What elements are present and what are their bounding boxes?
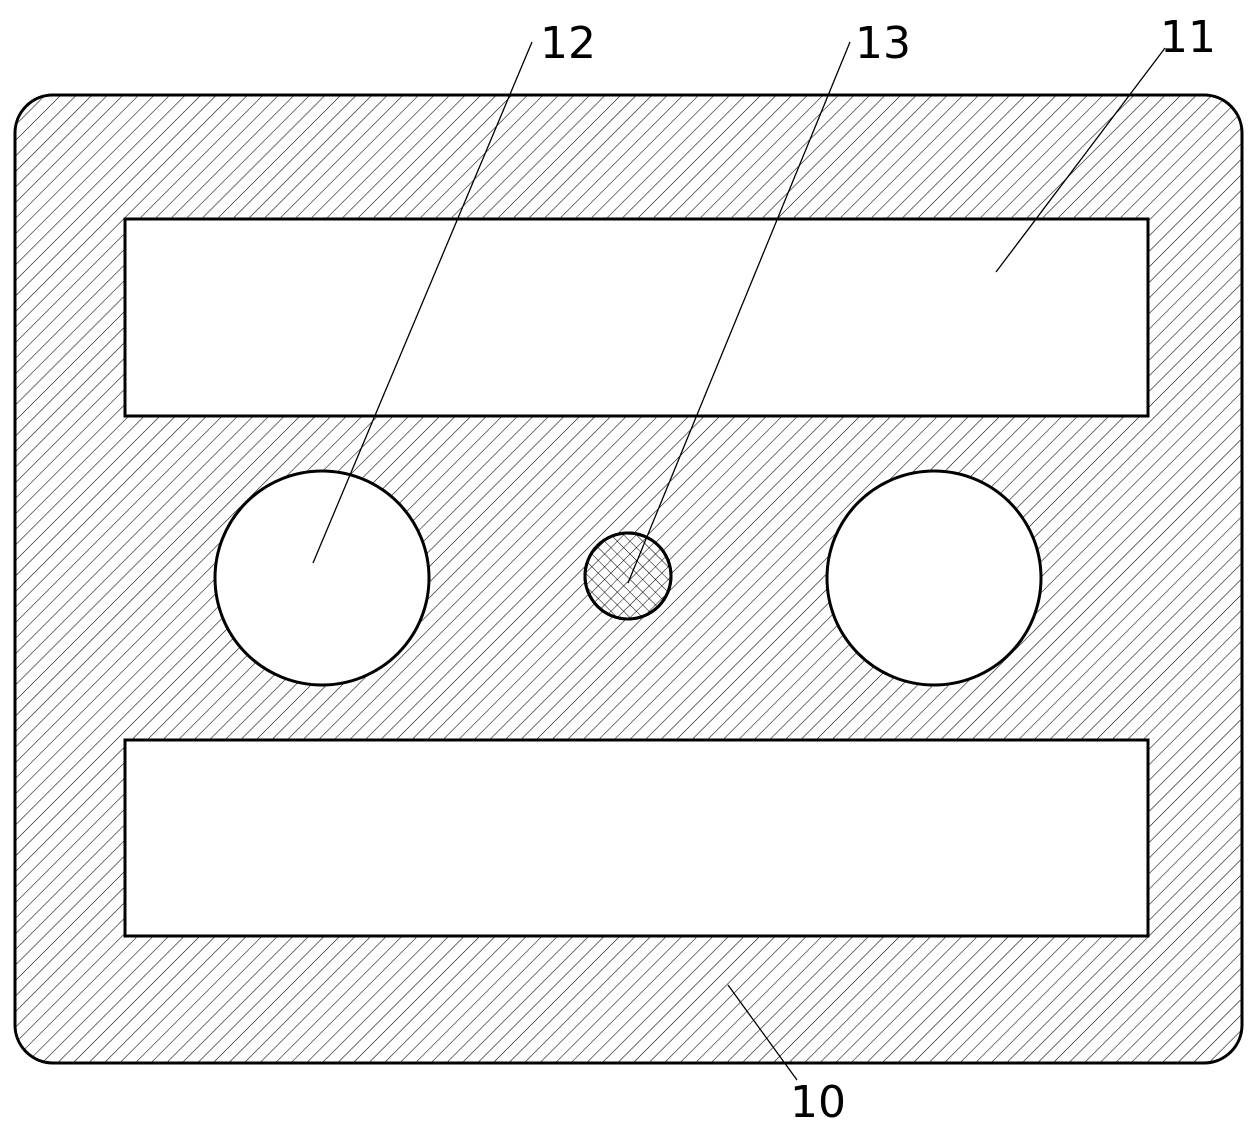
upper-slot [123,217,1150,418]
center-core-border [583,531,673,621]
left-hole [213,469,431,687]
label-11: 11 [1160,12,1216,63]
leader-line-10 [727,984,798,1081]
lower-slot [123,738,1150,938]
label-13: 13 [855,18,911,69]
center-core-crosshatch [586,534,670,618]
label-10: 10 [790,1077,846,1128]
leader-line-13 [627,41,851,584]
leader-line-11 [995,47,1166,273]
right-hole [825,469,1043,687]
label-12: 12 [540,18,596,69]
leader-line-12 [312,41,533,564]
